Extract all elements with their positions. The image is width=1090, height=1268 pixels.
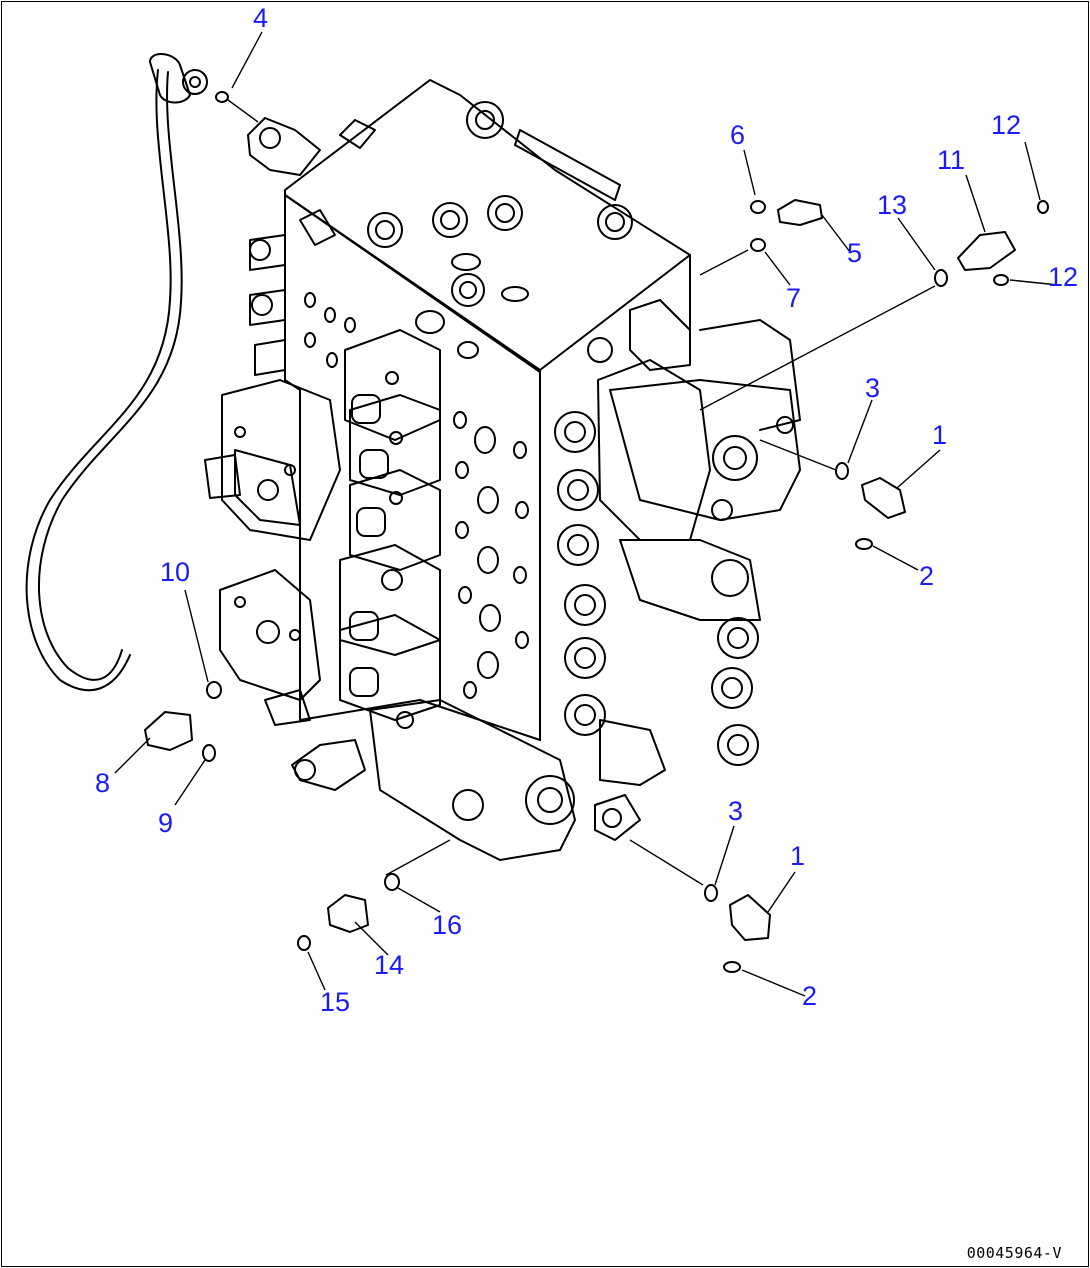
fitting-top-left [247, 117, 376, 246]
callout-5[interactable]: 5 [847, 238, 863, 268]
right-spool-caps [554, 299, 801, 786]
o-ring-10 [206, 681, 222, 699]
o-ring-16 [384, 873, 400, 891]
callout-11[interactable]: 11 [937, 145, 966, 175]
fitting-5 [777, 199, 823, 226]
leader-lines [114, 31, 1059, 997]
callout-12-top[interactable]: 12 [991, 110, 1022, 140]
o-ring-3a [835, 462, 849, 480]
callout-8[interactable]: 8 [95, 768, 111, 798]
callout-3-upper[interactable]: 3 [865, 373, 881, 403]
callout-12-right[interactable]: 12 [1048, 262, 1079, 292]
callout-9[interactable]: 9 [158, 808, 174, 838]
callout-7[interactable]: 7 [786, 283, 802, 313]
left-pilot-valves [204, 234, 441, 721]
fitting-11 [957, 231, 1016, 271]
o-ring-6 [750, 200, 766, 214]
o-ring-15 [297, 935, 311, 951]
o-ring-4 [215, 91, 229, 103]
fitting-1a [861, 477, 906, 519]
o-ring-9 [202, 744, 216, 762]
fitting-1b [729, 894, 771, 941]
o-ring-12b [993, 274, 1009, 286]
fitting-14 [327, 894, 369, 933]
callout-13[interactable]: 13 [877, 190, 908, 220]
bottom-section [264, 689, 641, 861]
hose-tube [25, 53, 208, 692]
loose-parts [144, 91, 1049, 973]
o-ring-7 [750, 238, 766, 252]
callout-1-upper[interactable]: 1 [932, 420, 948, 450]
callout-2-lower[interactable]: 2 [802, 981, 818, 1011]
callout-10[interactable]: 10 [160, 557, 191, 587]
o-ring-13 [934, 269, 948, 287]
callout-16[interactable]: 16 [432, 910, 463, 940]
callout-4[interactable]: 4 [253, 3, 269, 33]
callout-1-lower[interactable]: 1 [790, 841, 806, 871]
document-id: 00045964-V [966, 1244, 1062, 1262]
callout-15[interactable]: 15 [320, 987, 351, 1017]
callout-6[interactable]: 6 [730, 120, 746, 150]
o-ring-2a [855, 538, 873, 550]
o-ring-2b [723, 961, 741, 973]
callout-14[interactable]: 14 [374, 950, 405, 980]
fitting-8 [144, 711, 193, 751]
o-ring-3b [704, 884, 718, 902]
callout-3-lower[interactable]: 3 [728, 796, 744, 826]
o-ring-12a [1037, 200, 1049, 214]
callout-2-upper[interactable]: 2 [919, 561, 935, 591]
